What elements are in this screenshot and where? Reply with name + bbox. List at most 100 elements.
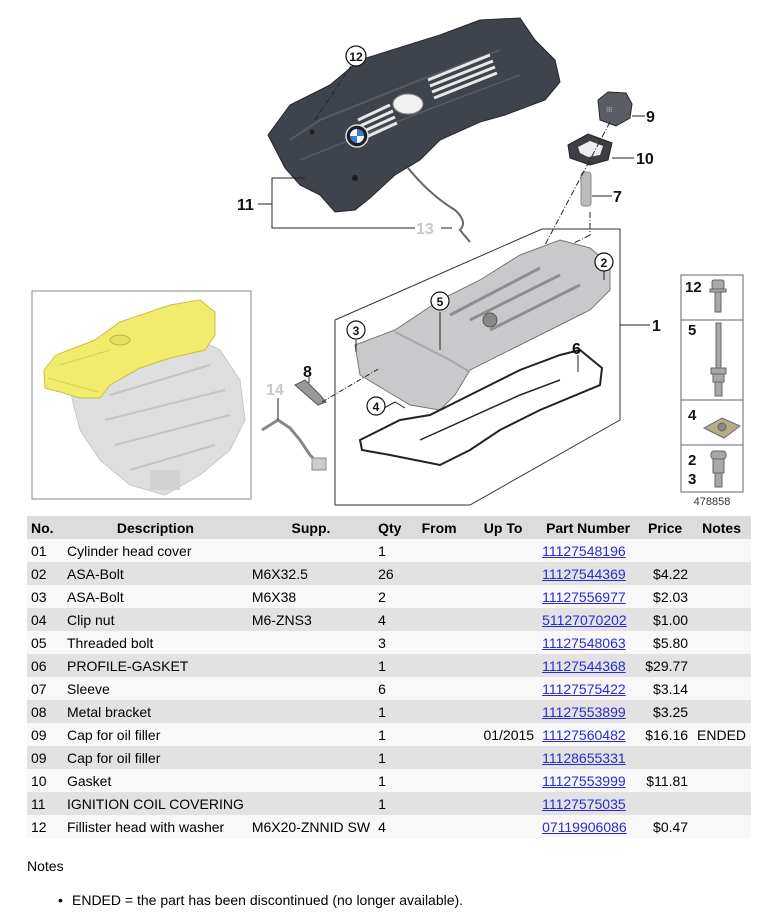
part-number-link[interactable]: 11128655331: [542, 749, 626, 766]
part-number-link[interactable]: 11127548063: [542, 634, 626, 651]
table-row: 05 Threaded bolt 3 11127548063 $5.80: [27, 631, 751, 654]
cell-up-to: [468, 608, 539, 631]
cell-up-to: [468, 631, 539, 654]
valve-cover-frame: [334, 228, 650, 506]
cell-no: 11: [27, 792, 63, 815]
leader-lines: [258, 65, 452, 229]
part-number-link[interactable]: 11127553999: [542, 772, 626, 789]
filler-gasket: [567, 133, 613, 166]
part-number-link[interactable]: 51127070202: [542, 611, 627, 628]
table-row: 02 ASA-Bolt M6X32.5 26 11127544369 $4.22: [27, 562, 751, 585]
cell-notes: [692, 562, 751, 585]
cell-supp: [247, 654, 375, 677]
callout-5[interactable]: 5: [430, 291, 450, 311]
callout-2[interactable]: 2: [594, 252, 614, 272]
cell-notes: [692, 677, 751, 700]
profile-gasket: [358, 348, 604, 467]
cell-notes: [692, 539, 751, 562]
cell-from: [410, 677, 469, 700]
callout-14[interactable]: 14: [266, 382, 284, 399]
cable-13: [407, 167, 471, 243]
parts-table: No. Description Supp. Qty From Up To Par…: [27, 516, 751, 838]
part-number-link[interactable]: 11127553899: [542, 703, 626, 720]
cell-notes: [692, 792, 751, 815]
fastener-legend: 12 5 4 2 3 478858: [680, 274, 744, 508]
cell-supp: M6-ZNS3: [247, 608, 375, 631]
notes-list: ENDED = the part has been discontinued (…: [58, 892, 463, 908]
callout-9[interactable]: 9: [646, 109, 655, 126]
part-number-link[interactable]: 11127548196: [542, 542, 626, 559]
cell-supp: M6X38: [247, 585, 375, 608]
metal-bracket: [294, 379, 327, 406]
highlighted-cover: [43, 299, 216, 399]
cell-qty: 1: [374, 723, 411, 746]
cell-part-number: 11127544368: [538, 654, 639, 677]
col-header-notes: Notes: [692, 516, 751, 539]
cell-no: 04: [27, 608, 63, 631]
cell-part-number: 11127553899: [538, 700, 639, 723]
table-row: 10 Gasket 1 11127553999 $11.81: [27, 769, 751, 792]
table-row: 06 PROFILE-GASKET 1 11127544368 $29.77: [27, 654, 751, 677]
col-header-supp: Supp.: [247, 516, 375, 539]
part-number-link[interactable]: 11127556977: [542, 588, 626, 605]
cell-notes: [692, 746, 751, 769]
cell-no: 08: [27, 700, 63, 723]
table-row: 04 Clip nut M6-ZNS3 4 51127070202 $1.00: [27, 608, 751, 631]
callout-1[interactable]: 1: [652, 318, 661, 335]
cell-notes: [692, 769, 751, 792]
cell-notes: [692, 608, 751, 631]
cell-from: [410, 723, 469, 746]
cell-qty: 6: [374, 677, 411, 700]
part-number-link[interactable]: 11127560482: [542, 726, 626, 743]
callout-8[interactable]: 8: [303, 364, 312, 381]
table-row: 09 Cap for oil filler 1 11128655331: [27, 746, 751, 769]
cell-part-number: 07119906086: [538, 815, 639, 838]
col-header-up-to: Up To: [468, 516, 539, 539]
cell-up-to: [468, 585, 539, 608]
part-number-link[interactable]: 07119906086: [542, 818, 627, 835]
cell-price: [638, 539, 693, 562]
cell-supp: [247, 769, 375, 792]
cell-qty: 2: [374, 585, 411, 608]
cell-description: ASA-Bolt: [63, 562, 248, 585]
part-number-link[interactable]: 11127544369: [542, 565, 626, 582]
table-row: 09 Cap for oil filler 1 01/2015 11127560…: [27, 723, 751, 746]
part-number-link[interactable]: 11127575035: [542, 795, 626, 812]
cell-no: 12: [27, 815, 63, 838]
table-row: 03 ASA-Bolt M6X38 2 11127556977 $2.03: [27, 585, 751, 608]
cell-notes: [692, 631, 751, 654]
sleeve: [580, 171, 592, 207]
cell-notes: [692, 585, 751, 608]
cell-from: [410, 539, 469, 562]
cell-from: [410, 746, 469, 769]
cell-qty: 26: [374, 562, 411, 585]
cell-no: 01: [27, 539, 63, 562]
col-header-description: Description: [63, 516, 248, 539]
cell-up-to: 01/2015: [468, 723, 539, 746]
clip-nut-4-icon: [702, 417, 741, 439]
part-number-link[interactable]: 11127575422: [542, 680, 626, 697]
cell-qty: 1: [374, 746, 411, 769]
callout-11[interactable]: 11: [237, 197, 254, 214]
cell-description: ASA-Bolt: [63, 585, 248, 608]
callout-7[interactable]: 7: [613, 189, 622, 206]
part-number-link[interactable]: 11127544368: [542, 657, 626, 674]
callout-4[interactable]: 4: [366, 396, 386, 416]
cell-up-to: [468, 815, 539, 838]
cell-qty: 4: [374, 608, 411, 631]
cell-up-to: [468, 792, 539, 815]
callout-13[interactable]: 13: [416, 221, 434, 238]
cell-from: [410, 700, 469, 723]
callout-10[interactable]: 10: [636, 151, 654, 168]
callout-3[interactable]: 3: [346, 320, 366, 340]
cell-notes: [692, 815, 751, 838]
cell-part-number: 11128655331: [538, 746, 639, 769]
callout-12[interactable]: 12: [345, 45, 367, 67]
cell-up-to: [468, 700, 539, 723]
cell-description: Threaded bolt: [63, 631, 248, 654]
col-header-qty: Qty: [374, 516, 411, 539]
svg-text:⊞: ⊞: [606, 105, 613, 114]
cell-no: 02: [27, 562, 63, 585]
cell-no: 09: [27, 746, 63, 769]
callout-6[interactable]: 6: [572, 341, 581, 358]
